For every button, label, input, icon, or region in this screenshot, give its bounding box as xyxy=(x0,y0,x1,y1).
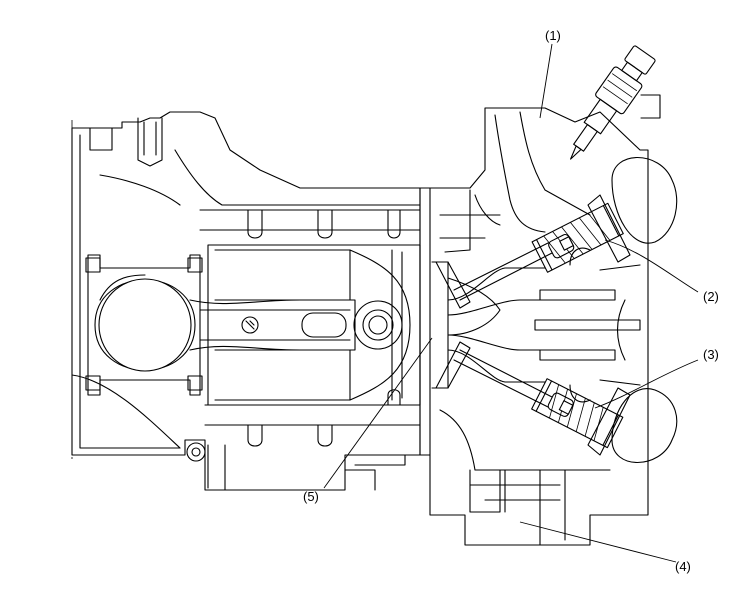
leader-lines xyxy=(323,43,699,563)
exhaust-valve-assembly xyxy=(435,341,678,463)
callout-labels: (1) (2) (3) (4) (5) xyxy=(303,28,719,574)
cylinder-head xyxy=(419,107,649,546)
connecting-rod-shank xyxy=(189,299,356,351)
callout-2: (2) xyxy=(703,289,719,304)
combustion-chamber xyxy=(431,261,546,389)
callout-4: (4) xyxy=(675,559,691,574)
callout-3: (3) xyxy=(703,347,719,362)
connecting-rod-big-end xyxy=(85,254,203,396)
callout-1: (1) xyxy=(545,28,561,43)
fuel-injector xyxy=(570,45,656,160)
callout-5: (5) xyxy=(303,489,319,504)
injector-clip xyxy=(640,94,661,119)
piston xyxy=(207,244,421,406)
intake-valve-assembly xyxy=(435,157,678,309)
